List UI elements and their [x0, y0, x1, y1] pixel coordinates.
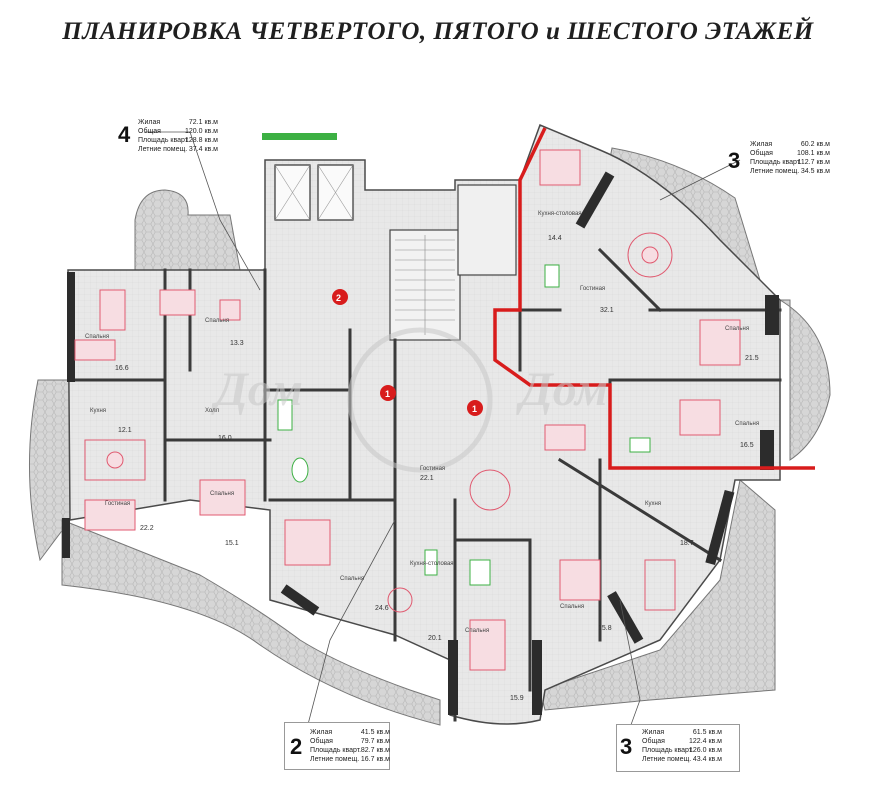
room-area: 15.8 — [598, 625, 612, 632]
info-value: 43.4 кв.м — [692, 756, 722, 763]
watermark-left: Дом — [211, 363, 303, 416]
room-label: Спальня — [560, 604, 584, 610]
stair-core — [274, 164, 517, 341]
room-label: Спальня — [85, 334, 109, 340]
room-label: Спальня — [205, 318, 229, 324]
apartment-boundary — [493, 127, 815, 470]
room-area: 15.9 — [510, 695, 524, 702]
watermark: Дом Дом — [211, 327, 608, 473]
info-label: Общая — [750, 150, 773, 157]
room-area: 32.1 — [600, 307, 614, 314]
room-area: 16.5 — [740, 442, 754, 449]
info-label: Общая — [642, 738, 665, 745]
room-label: Спальня — [340, 576, 364, 582]
room-area: 15.1 — [225, 540, 239, 547]
bathroom-fixtures — [277, 264, 651, 586]
info-label: Жилая — [750, 141, 773, 148]
info-label: Летние помещ. — [138, 146, 188, 153]
room-area: 16.6 — [115, 365, 129, 372]
info-value: 61.5 кв.м — [692, 729, 722, 736]
info-value: 41.5 кв.м — [360, 729, 390, 736]
info-value: 122.4 кв.м — [688, 738, 722, 745]
info-label: Площадь кварт. — [750, 159, 802, 166]
info-value: 16.7 кв.м — [360, 756, 390, 763]
floor-slab — [67, 124, 781, 725]
apartment-info-2-frame — [284, 722, 390, 770]
info-label: Летние помещ. — [310, 756, 360, 763]
room-area: 14.4 — [548, 235, 562, 242]
apartment-info-3-top: 3 Жилая 60.2 кв.м Общая 108.1 кв.м Площадь… — [728, 140, 848, 180]
room-label: Гостиная — [420, 466, 445, 472]
room-area: 12.1 — [118, 427, 132, 434]
green-marker — [262, 133, 337, 140]
info-label: Площадь кварт. — [138, 137, 190, 144]
info-value: 108.1 кв.м — [796, 150, 830, 157]
markers: 2 1 1 — [332, 289, 483, 416]
apartment-number: 2 — [290, 734, 303, 759]
balcony-left — [29, 379, 71, 562]
info-label: Жилая — [138, 119, 161, 126]
info-label: Жилая — [310, 729, 333, 736]
page-title: ПЛАНИРОВКА ЧЕТВЕРТОГО, ПЯТОГО и ШЕСТОГО … — [62, 18, 814, 45]
room-label: Кухня — [90, 408, 106, 414]
info-value: 82.7 кв.м — [360, 747, 390, 754]
room-label: Холл — [205, 408, 220, 414]
info-value: 60.2 кв.м — [800, 141, 830, 148]
info-label: Жилая — [642, 729, 665, 736]
room-area: 18.7 — [680, 540, 694, 547]
apartment-number: 3 — [728, 148, 741, 173]
room-label: Спальня — [735, 421, 759, 427]
watermark-right: Дом — [516, 363, 608, 416]
furniture — [74, 149, 741, 671]
info-value: 72.1 кв.м — [188, 119, 218, 126]
info-label: Общая — [310, 738, 333, 745]
room-label: Спальня — [725, 326, 749, 332]
info-value: 126.0 кв.м — [688, 747, 722, 754]
room-label: Кухня-столовая — [410, 561, 454, 567]
marker-1b: 1 — [472, 404, 477, 414]
apartment-info-3-bottom: 3 Жилая 61.5 кв.м Общая 122.4 кв.м Площадь… — [620, 728, 736, 768]
info-value: 128.8 кв.м — [184, 137, 218, 144]
info-value: 37.4 кв.м — [188, 146, 218, 153]
balcony-bottom-right — [539, 479, 776, 711]
info-value: 79.7 кв.м — [360, 738, 390, 745]
balcony-bottom-left — [61, 519, 441, 726]
room-area: 16.0 — [218, 435, 232, 442]
info-label: Летние помещ. — [642, 756, 692, 763]
marker-2: 2 — [336, 293, 341, 303]
apartment-info-4: 4 Жилая 72.1 кв.м Общая 120.0 кв.м Площадь… — [118, 118, 228, 158]
room-label: Спальня — [210, 491, 234, 497]
marker-1a: 1 — [385, 389, 390, 399]
room-label: Гостиная — [105, 501, 130, 507]
room-label: Кухня — [645, 501, 661, 507]
room-label: Гостиная — [580, 286, 605, 292]
apartment-number: 4 — [118, 122, 131, 147]
room-label: Кухня-столовая — [538, 211, 582, 217]
room-label: Спальня — [465, 628, 489, 634]
info-value: 34.5 кв.м — [800, 168, 830, 175]
room-area: 24.6 — [375, 605, 389, 612]
wall-segments — [62, 171, 779, 715]
balcony-top-left — [134, 189, 241, 271]
room-area: 22.1 — [420, 475, 434, 482]
info-label: Общая — [138, 128, 161, 135]
room-area: 21.5 — [745, 355, 759, 362]
info-value: 112.7 кв.м — [797, 159, 830, 166]
room-labels: Спальня 13.3 Спальня 16.6 Кухня 12.1 Гос… — [85, 211, 759, 702]
room-area: 22.2 — [140, 525, 154, 532]
room-area: 13.3 — [230, 340, 244, 347]
apartment-info-3-bottom-frame — [616, 724, 740, 772]
info-label: Площадь кварт. — [642, 747, 694, 754]
apartment-info-2: 2 Жилая 41.5 кв.м Общая 79.7 кв.м Площадь … — [290, 728, 390, 768]
info-value: 120.0 кв.м — [184, 128, 218, 135]
balcony-right — [778, 299, 831, 461]
info-label: Площадь кварт. — [310, 747, 362, 754]
info-label: Летние помещ. — [750, 168, 800, 175]
room-area: 20.1 — [428, 635, 442, 642]
apartment-number: 3 — [620, 734, 633, 759]
